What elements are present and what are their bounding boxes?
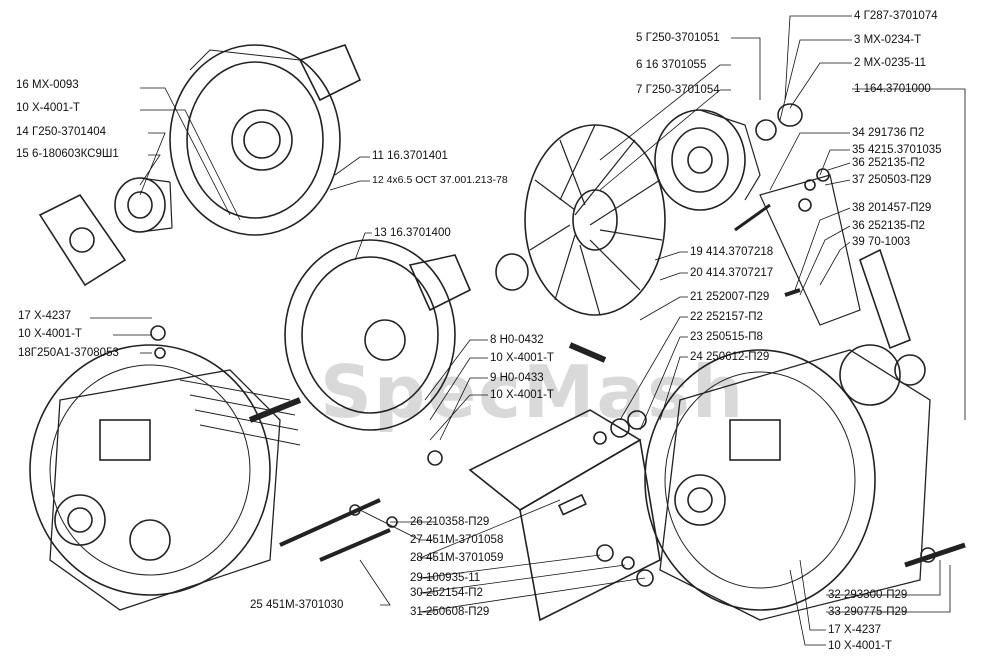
tension-bracket xyxy=(759,174,911,350)
callout-7: 7 Г250-3701054 xyxy=(636,84,720,96)
bearing-plate xyxy=(38,193,127,287)
callout-10: 10 Х-4001-Т xyxy=(16,102,80,114)
callout-18: 18Г250А1-3708053 xyxy=(18,347,119,359)
callout-2: 2 МХ-0235-11 xyxy=(854,57,927,69)
washers-nuts xyxy=(150,168,936,587)
callout-24: 24 250612-П29 xyxy=(690,351,770,363)
right-alternator xyxy=(644,344,931,621)
bearing xyxy=(114,177,173,233)
callout-16: 16 МХ-0093 xyxy=(16,79,79,91)
callout-10: 10 Х-4001-Т xyxy=(18,328,82,340)
drive-end-cover xyxy=(169,44,362,236)
watermark: SpecMash xyxy=(320,350,746,434)
callout-36: 36 252135-П2 xyxy=(852,220,925,232)
callout-20: 20 414.3707217 xyxy=(690,267,774,279)
left-alternator xyxy=(29,344,301,611)
callout-38: 38 201457-П29 xyxy=(852,202,932,214)
callout-19: 19 414.3707218 xyxy=(690,246,774,258)
callout-11: 11 16.3701401 xyxy=(372,150,448,162)
callout-39: 39 70-1003 xyxy=(852,236,911,248)
callout-1: 1 164.3701000 xyxy=(854,83,931,95)
callout-33: 33 290775-П29 xyxy=(828,606,908,618)
callout-5: 5 Г250-3701051 xyxy=(636,32,720,44)
callout-6: 6 16 3701055 xyxy=(636,59,707,71)
callout-17: 17 Х-4237 xyxy=(828,624,882,636)
callout-3: 3 МХ-0234-Т xyxy=(854,34,922,46)
callout-21: 21 252007-П29 xyxy=(690,291,770,303)
pulley xyxy=(654,103,803,211)
callout-12: 12 4х6.5 ОСТ 37.001.213-78 xyxy=(372,174,508,186)
callout-10: 10 Х-4001-Т xyxy=(490,389,554,401)
callout-32: 32 293300-П29 xyxy=(828,589,908,601)
callout-17: 17 Х-4237 xyxy=(18,310,72,322)
callout-4: 4 Г287-3701074 xyxy=(854,10,938,22)
callout-13: 13 16.3701400 xyxy=(374,227,451,239)
callout-15: 15 6-180603КС9Ш1 xyxy=(16,148,119,160)
callout-25: 25 451М-3701030 xyxy=(250,599,344,611)
callout-9: 9 Н0-0433 xyxy=(490,372,544,384)
callout-31: 31 250608-П29 xyxy=(410,606,490,618)
callout-22: 22 252157-П2 xyxy=(690,311,763,323)
slip-ring-cover xyxy=(284,239,472,431)
bolts xyxy=(248,203,966,568)
callout-26: 26 210358-П29 xyxy=(410,516,490,528)
callout-35: 35 4215.3701035 xyxy=(852,144,942,156)
callout-34: 34 291736 П2 xyxy=(852,127,925,139)
callout-23: 23 250515-П8 xyxy=(690,331,763,343)
callout-10: 10 Х-4001-Т xyxy=(828,640,892,652)
callout-37: 37 250503-П29 xyxy=(852,174,932,186)
callout-28: 28 451М-3701059 xyxy=(410,552,504,564)
callout-36: 36 252135-П2 xyxy=(852,157,925,169)
mounting-bracket xyxy=(468,409,661,622)
leader-lines xyxy=(90,15,966,646)
callout-29: 29 100935-11 xyxy=(410,572,481,584)
callout-10: 10 Х-4001-Т xyxy=(490,352,554,364)
callout-27: 27 451М-3701058 xyxy=(410,534,504,546)
fan xyxy=(495,124,666,316)
callout-30: 30 252154-П2 xyxy=(410,587,483,599)
callout-14: 14 Г250-3701404 xyxy=(16,126,107,138)
callout-8: 8 Н0-0432 xyxy=(490,334,544,346)
